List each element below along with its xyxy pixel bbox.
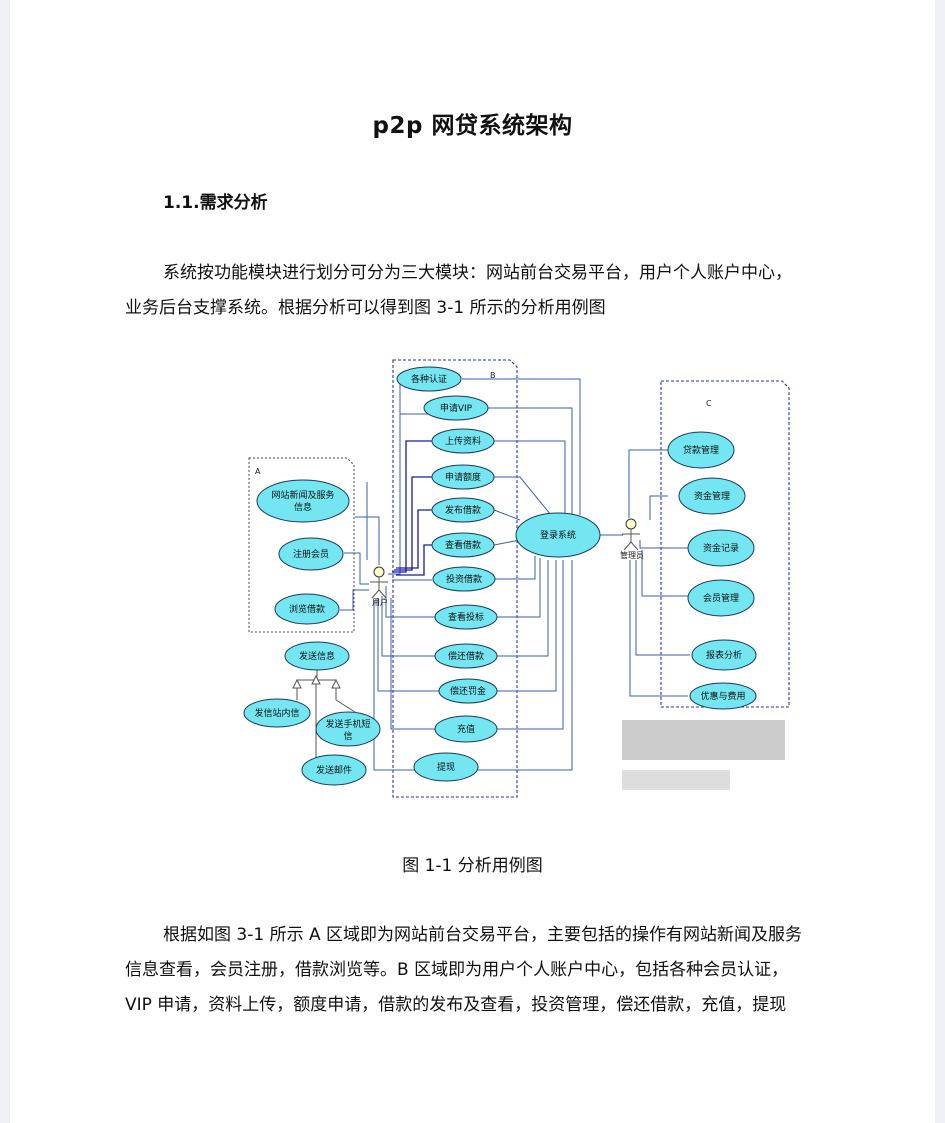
usecase-apply-credit xyxy=(431,464,495,490)
usecase-news-info xyxy=(256,479,350,523)
usecase-apply-vip xyxy=(423,395,489,421)
usecase-news-info-label-1: 网站新闻及服务 xyxy=(271,489,334,501)
usecase-site-message-label: 发信站内信 xyxy=(254,707,299,719)
usecase-sms-label-2: 信 xyxy=(343,730,352,742)
usecase-loan-management-label: 贷款管理 xyxy=(683,444,719,456)
paragraph-line: 业务后台支撑系统。根据分析可以得到图 3-1 所示的分析用例图 xyxy=(125,298,606,318)
usecase-repay-loan-label: 偿还借款 xyxy=(448,650,484,662)
region-a-frame xyxy=(248,457,355,633)
usecase-repay-penalty-label: 偿还罚金 xyxy=(450,685,486,697)
usecase-publish-loan xyxy=(431,497,495,523)
actor-admin-label: 管理员 xyxy=(620,550,644,560)
paragraph-intro: 系统按功能模块进行划分可分为三大模块：网站前台交易平台，用户个人账户中心， 业务… xyxy=(125,256,837,326)
usecase-fund-management-label: 资金管理 xyxy=(694,490,730,502)
usecase-sms xyxy=(315,711,381,747)
usecase-view-loan-label: 查看借款 xyxy=(445,539,481,551)
usecase-publish-loan-label: 发布借款 xyxy=(445,504,481,516)
usecase-email xyxy=(301,754,367,786)
b-to-login-connectors xyxy=(462,378,581,771)
usecase-certification-label: 各种认证 xyxy=(411,373,447,385)
paragraph-line: 系统按功能模块进行划分可分为三大模块：网站前台交易平台，用户个人账户中心， xyxy=(163,263,792,283)
usecase-member-management xyxy=(687,579,755,617)
region-b-label: B xyxy=(490,371,496,380)
usecase-view-loan xyxy=(431,532,495,558)
usecase-view-bids xyxy=(434,604,498,630)
admin-to-c-connectors xyxy=(628,449,690,697)
usecase-browse-loans xyxy=(274,593,340,625)
page-right-edge xyxy=(935,0,945,1123)
actor-user-label: 用户 xyxy=(372,597,388,607)
usecase-apply-credit-label: 申请额度 xyxy=(445,471,481,483)
usecase-loan-management xyxy=(667,431,735,469)
usecase-withdraw-label: 提现 xyxy=(437,762,455,773)
usecase-browse-loans-label: 浏览借款 xyxy=(289,603,325,615)
usecase-recharge xyxy=(434,715,498,743)
usecase-fund-management xyxy=(678,477,746,515)
a-connectors xyxy=(340,482,380,611)
figure-caption: 图 1-1 分析用例图 xyxy=(402,856,543,876)
usecase-recharge-label: 充值 xyxy=(457,723,475,735)
usecase-discount-fees-label: 优惠与费用 xyxy=(700,690,745,702)
usecase-report-analysis xyxy=(691,639,757,671)
actor-user: 用户 xyxy=(370,566,388,607)
usecase-discount-fees xyxy=(689,682,757,710)
watermark-block-small xyxy=(622,770,730,790)
usecase-withdraw xyxy=(413,752,479,782)
paragraph-line: 根据如图 3-1 所示 A 区域即为网站前台交易平台，主要包括的操作有网站新闻及… xyxy=(163,925,803,945)
usecase-sms-label-1: 发送手机短 xyxy=(325,718,370,730)
usecase-invest-loan-label: 投资借款 xyxy=(446,573,482,585)
usecase-member-management-label: 会员管理 xyxy=(703,592,739,604)
section-heading: 1.1.需求分析 xyxy=(163,193,268,213)
usecase-news-info-label-2: 信息 xyxy=(294,501,312,513)
usecase-email-label: 发送邮件 xyxy=(316,764,352,776)
usecase-report-analysis-label: 报表分析 xyxy=(706,649,742,661)
region-b-frame xyxy=(392,359,518,798)
paragraph-line: VIP 申请，资料上传，额度申请，借款的发布及查看，投资管理，偿还借款，充值，提… xyxy=(125,995,787,1015)
usecase-fund-records xyxy=(687,529,755,567)
usecase-upload-docs xyxy=(431,428,495,454)
document-title: p2p 网贷系统架构 xyxy=(372,113,573,139)
usecase-certification xyxy=(396,366,462,392)
usecase-register xyxy=(278,537,344,571)
usecase-login-label: 登录系统 xyxy=(540,529,576,541)
usecase-upload-docs-label: 上传资料 xyxy=(445,435,481,447)
notify-generalization xyxy=(292,669,356,762)
usecase-apply-vip-label: 申请VIP xyxy=(440,402,473,414)
paragraph-explanation: 根据如图 3-1 所示 A 区域即为网站前台交易平台，主要包括的操作有网站新闻及… xyxy=(125,918,837,1023)
page-left-edge xyxy=(0,0,10,1123)
usecase-repay-loan xyxy=(434,643,498,669)
usecase-invest-loan xyxy=(432,566,496,592)
usecase-view-bids-label: 查看投标 xyxy=(448,611,484,623)
region-c-label: C xyxy=(706,399,712,408)
usecase-send-message-label: 发送信息 xyxy=(299,650,335,662)
usecase-send-message xyxy=(284,641,350,671)
usecase-login xyxy=(515,512,601,558)
paragraph-line: 信息查看，会员注册，借款浏览等。B 区域即为用户个人账户中心，包括各种会员认证， xyxy=(125,960,789,980)
use-case-diagram: B A C xyxy=(243,359,790,798)
usecase-register-label: 注册会员 xyxy=(293,548,329,560)
usecase-repay-penalty xyxy=(438,678,498,704)
region-c-frame xyxy=(660,380,790,708)
usecase-site-message xyxy=(243,698,311,728)
region-a-label: A xyxy=(255,467,261,476)
watermark-block xyxy=(622,720,785,760)
usecase-fund-records-label: 资金记录 xyxy=(703,542,739,554)
actor-admin: 管理员 xyxy=(620,518,644,560)
